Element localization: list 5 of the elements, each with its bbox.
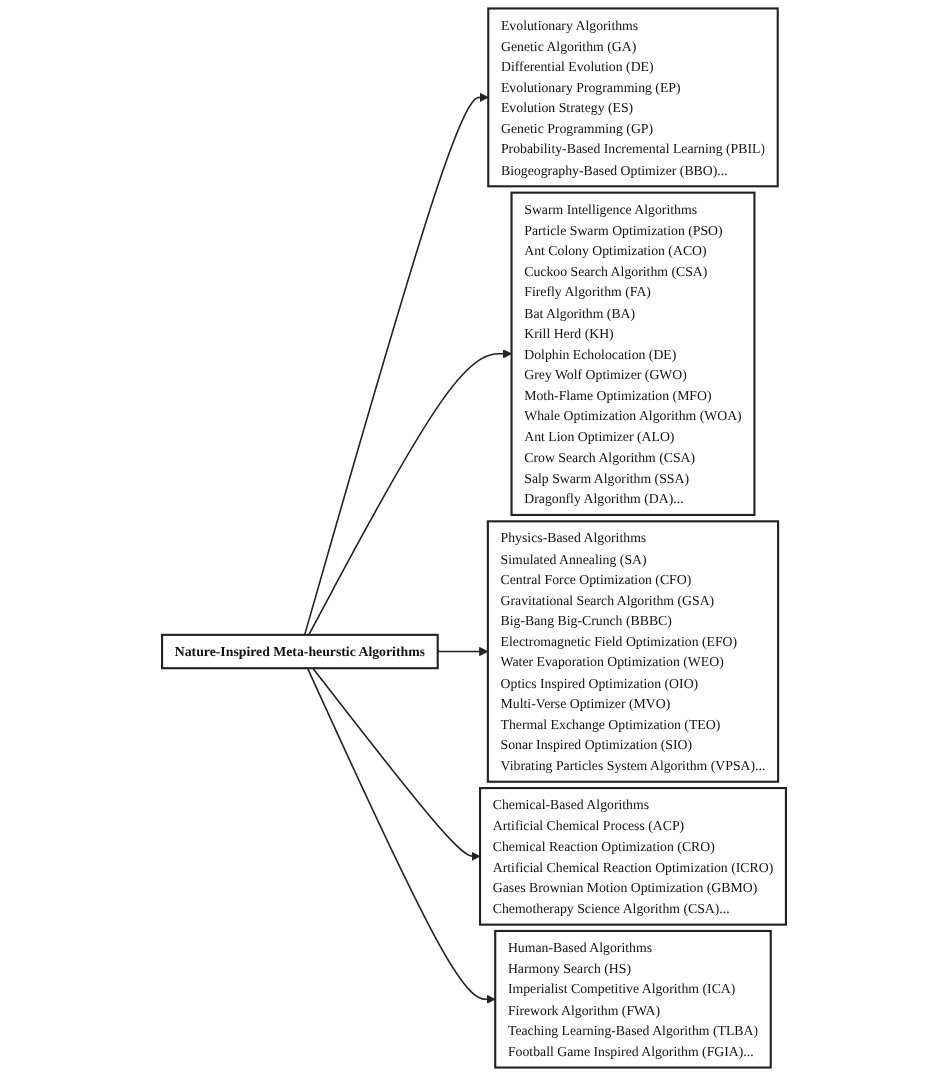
arrow — [436, 646, 489, 657]
arrow — [306, 667, 496, 1004]
arrow — [312, 667, 481, 861]
arrow — [303, 92, 489, 636]
arrow — [308, 349, 512, 636]
